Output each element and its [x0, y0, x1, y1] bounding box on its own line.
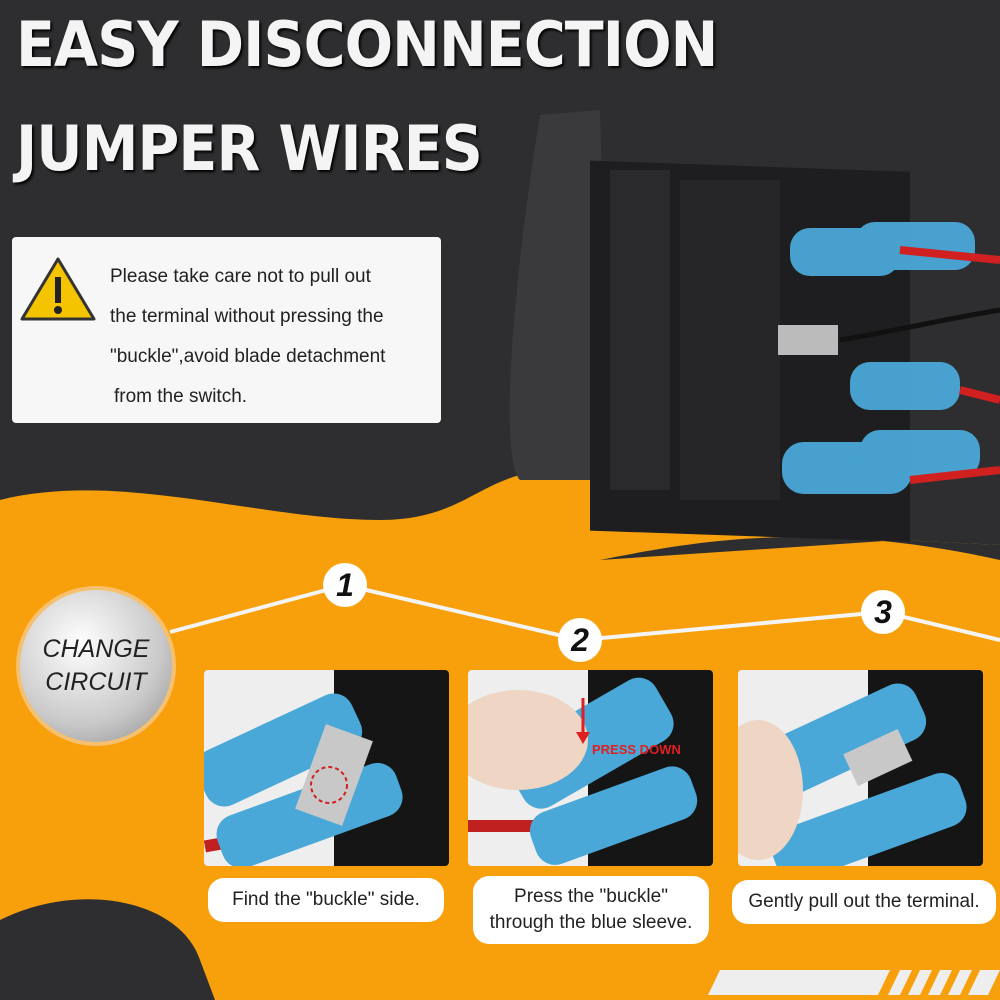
headline-line-2: JUMPER WIRES [16, 112, 483, 185]
warning-line: from the switch. [114, 386, 248, 407]
warning-triangle-icon [20, 257, 96, 321]
warning-line: "buckle",avoid blade detachment [110, 346, 386, 367]
step-3-photo [738, 670, 983, 866]
step-1-number: 1 [323, 563, 367, 607]
badge-line-2: CIRCUIT [45, 668, 147, 696]
warning-line: Please take care not to pull out [110, 266, 371, 287]
step-2-number: 2 [558, 618, 602, 662]
change-circuit-badge: CHANGE CIRCUIT [16, 586, 176, 746]
step-3-number: 3 [861, 590, 905, 634]
step-2-photo: PRESS DOWN [468, 670, 713, 866]
step-3-caption: Gently pull out the terminal. [732, 880, 996, 924]
step-1-photo [204, 670, 449, 866]
step-2-caption-line-2: through the blue sleeve. [489, 912, 693, 933]
rocker-switch-image [509, 110, 1000, 542]
stripe-decoration [708, 970, 1000, 995]
warning-box: Please take care not to pull out the ter… [12, 237, 441, 423]
press-down-annotation: PRESS DOWN [592, 742, 681, 757]
step-2-caption: Press the "buckle" through the blue slee… [473, 876, 709, 944]
badge-line-1: CHANGE [42, 635, 150, 663]
step-2-caption-line-1: Press the "buckle" [514, 886, 668, 907]
step-1-caption: Find the "buckle" side. [208, 878, 444, 922]
warning-line: the terminal without pressing the [110, 306, 384, 327]
headline-line-1: EASY DISCONNECTION [16, 8, 718, 81]
